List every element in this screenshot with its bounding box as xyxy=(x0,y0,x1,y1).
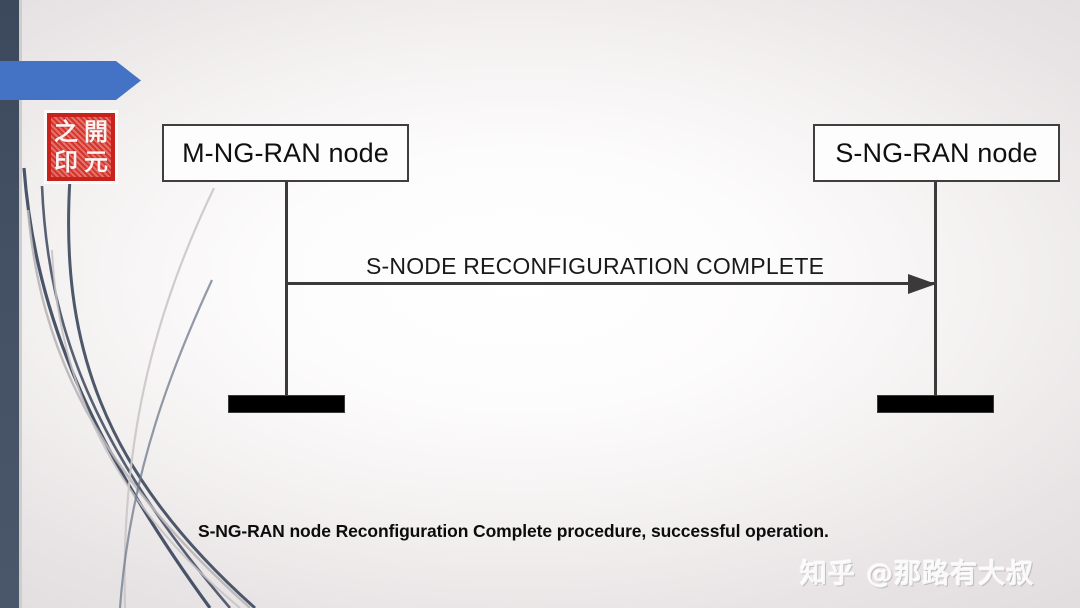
terminator-bar-m-ng-ran xyxy=(228,395,345,413)
left-accent-bar-highlight xyxy=(19,0,22,608)
diagram-caption: S-NG-RAN node Reconfiguration Complete p… xyxy=(198,521,829,541)
seal-character-2: 開 xyxy=(84,118,108,146)
seal-character-3: 印 xyxy=(54,148,78,176)
red-seal-stamp: 之 開 印 元 xyxy=(44,110,118,184)
zhihu-watermark: 知乎 @那路有大叔 xyxy=(800,559,1035,590)
seal-character-1: 之 xyxy=(54,118,78,146)
message-label-s-node-reconfiguration-complete: S-NODE RECONFIGURATION COMPLETE xyxy=(366,253,825,279)
message-arrowhead-icon xyxy=(908,274,936,294)
terminator-bar-s-ng-ran xyxy=(877,395,994,413)
left-accent-bar xyxy=(0,0,19,608)
seal-character-4: 元 xyxy=(84,148,108,176)
message-arrow-line xyxy=(287,282,935,285)
seal-inner-frame: 之 開 印 元 xyxy=(47,113,115,181)
blue-chevron-arrow xyxy=(0,61,141,100)
node-box-m-ng-ran: M-NG-RAN node xyxy=(162,124,409,182)
lifeline-m-ng-ran xyxy=(285,182,288,397)
node-box-s-ng-ran: S-NG-RAN node xyxy=(813,124,1060,182)
